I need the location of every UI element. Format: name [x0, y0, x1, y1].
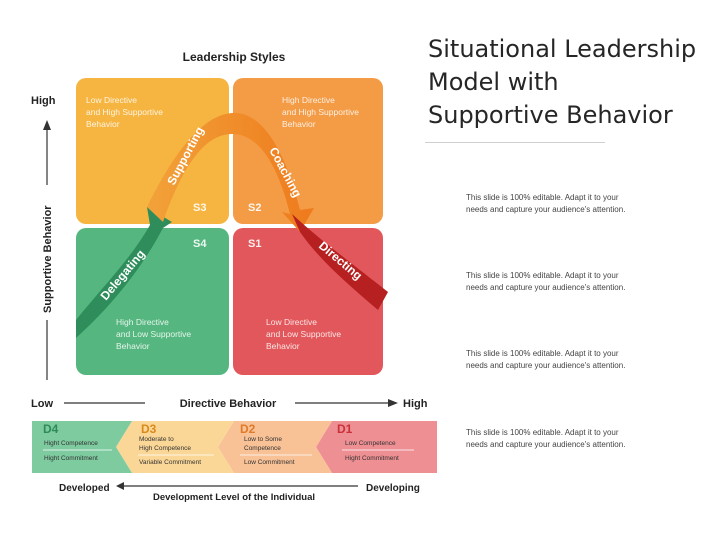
quadrant-s1 — [233, 228, 383, 375]
quadrant-s4 — [76, 228, 229, 375]
note-1: This slide is 100% editable. Adapt it to… — [466, 192, 666, 216]
delegating-arrow — [76, 207, 172, 338]
diagram-heading: Leadership Styles — [183, 50, 286, 64]
note-1-line2: needs and capture your audience's attent… — [466, 205, 626, 214]
note-2: This slide is 100% editable. Adapt it to… — [466, 270, 666, 294]
stage-d3-line2: High Competence — [139, 445, 191, 452]
slide-title-line3: Supportive Behavior — [428, 101, 673, 129]
stage-d2-code: D2 — [240, 422, 256, 436]
developed-label: Developed — [59, 483, 110, 494]
directing-arrow — [292, 214, 388, 310]
quadrant-s2-line1: High Directive — [282, 95, 335, 105]
note-4-line1: This slide is 100% editable. Adapt it to… — [466, 428, 619, 437]
development-axis-label: Development Level of the Individual — [153, 492, 315, 503]
quadrant-s4-line1: High Directive — [116, 317, 169, 327]
stage-d2-line2: Competence — [244, 445, 281, 452]
supporting-coaching-arc — [147, 112, 314, 232]
quadrant-s2-line2: and High Supportive — [282, 107, 359, 117]
slide-title-line1: Situational Leadership — [428, 35, 697, 63]
title-divider — [425, 142, 605, 143]
stage-d2-line3: Low Commitment — [244, 459, 295, 466]
quadrant-s3-code: S3 — [193, 202, 206, 214]
quadrant-s1-line2: and Low Supportive — [266, 329, 341, 339]
stage-d3-bg — [116, 421, 234, 473]
x-axis-low: Low — [31, 398, 53, 410]
quadrant-s2-line3: Behavior — [282, 119, 316, 129]
x-axis-label: Directive Behavior — [180, 398, 277, 410]
x-axis-high: High — [403, 398, 428, 410]
stage-d4-bg — [32, 421, 132, 473]
stage-d3-code: D3 — [141, 422, 157, 436]
quadrant-s1-line3: Behavior — [266, 341, 300, 351]
slide-title-line2: Model with — [428, 68, 559, 96]
x-axis-arrowhead — [388, 399, 398, 407]
slide-title: Situational Leadership Model with Suppor… — [428, 33, 708, 132]
note-3-line2: needs and capture your audience's attent… — [466, 361, 626, 370]
stage-d2-line1: Low to Some — [244, 436, 282, 443]
y-axis-arrowhead — [43, 120, 51, 130]
stage-d4-line1: Hight Competence — [44, 440, 98, 447]
quadrant-s4-line3: Behavior — [116, 341, 150, 351]
stage-d4-code: D4 — [43, 422, 59, 436]
stage-d3-line3: Variable Commitment — [139, 459, 201, 466]
stage-d2-bg — [218, 421, 332, 473]
quadrant-s1-line1: Low Directive — [266, 317, 317, 327]
stage-d1-bg — [316, 421, 437, 473]
note-2-line1: This slide is 100% editable. Adapt it to… — [466, 271, 619, 280]
quadrant-s3 — [76, 78, 229, 224]
y-axis-label: Supportive Behavior — [42, 205, 54, 313]
quadrant-s2-code: S2 — [248, 202, 261, 214]
development-arrowhead — [116, 482, 124, 490]
development-band — [32, 421, 437, 473]
developing-label: Developing — [366, 483, 420, 494]
note-1-line1: This slide is 100% editable. Adapt it to… — [466, 193, 619, 202]
quadrant-s1-code: S1 — [248, 238, 261, 250]
stage-d3-line1: Moderate to — [139, 436, 174, 443]
stage-d1-code: D1 — [337, 422, 353, 436]
note-3-line1: This slide is 100% editable. Adapt it to… — [466, 349, 619, 358]
stage-d1-line2: Hight Commitment — [345, 455, 399, 462]
note-4-line2: needs and capture your audience's attent… — [466, 440, 626, 449]
quadrant-s3-line1: Low Directive — [86, 95, 137, 105]
note-4: This slide is 100% editable. Adapt it to… — [466, 427, 666, 451]
quadrant-s3-line3: Behavior — [86, 119, 120, 129]
stage-d4-line2: Hight Commitment — [44, 455, 98, 462]
quadrant-s4-code: S4 — [193, 238, 207, 250]
note-2-line2: needs and capture your audience's attent… — [466, 283, 626, 292]
y-axis-high: High — [31, 95, 56, 107]
quadrant-s3-line2: and High Supportive — [86, 107, 163, 117]
stage-d1-line1: Low Competence — [345, 440, 396, 447]
quadrant-s4-line2: and Low Supportive — [116, 329, 191, 339]
note-3: This slide is 100% editable. Adapt it to… — [466, 348, 666, 372]
quadrant-s2 — [233, 78, 383, 224]
